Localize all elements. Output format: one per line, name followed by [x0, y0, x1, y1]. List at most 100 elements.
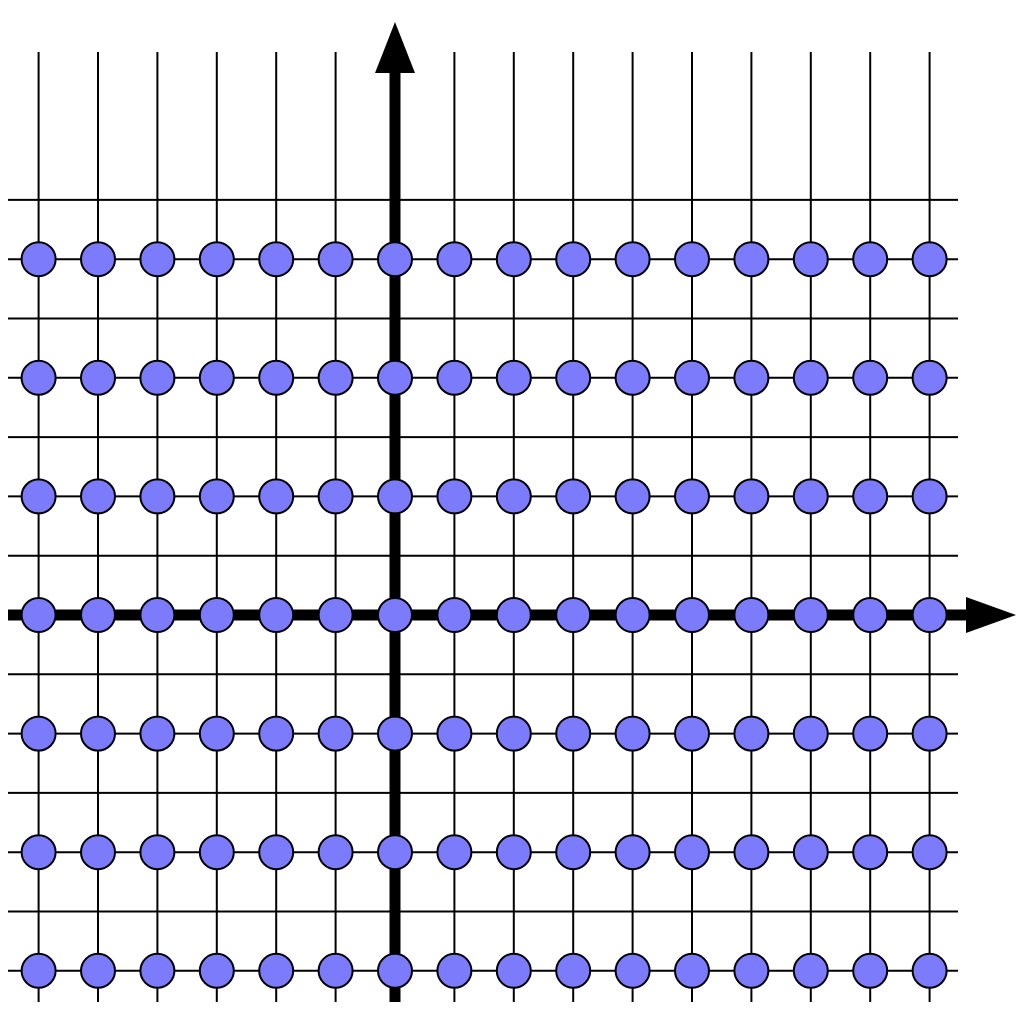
lattice-point — [139, 952, 176, 989]
lattice-point — [20, 834, 57, 871]
lattice-point — [139, 241, 176, 278]
lattice-point — [555, 952, 592, 989]
lattice-point — [792, 834, 829, 871]
lattice-point — [555, 715, 592, 752]
lattice-point — [792, 715, 829, 752]
lattice-point — [733, 952, 770, 989]
lattice-point — [911, 597, 948, 633]
lattice-point — [20, 597, 57, 633]
lattice-point — [555, 834, 592, 871]
lattice-point — [20, 952, 57, 989]
lattice-point — [258, 834, 295, 871]
lattice-point — [436, 359, 473, 396]
lattice-point — [852, 952, 889, 989]
lattice-point — [911, 952, 948, 989]
lattice-point — [792, 597, 829, 633]
lattice-points — [20, 241, 948, 989]
lattice-point — [495, 597, 532, 633]
lattice-point — [258, 952, 295, 989]
lattice-point — [674, 241, 710, 278]
lattice-point — [20, 715, 57, 752]
lattice-point — [198, 359, 235, 396]
lattice-point — [436, 952, 473, 989]
lattice-point — [733, 834, 770, 871]
lattice-point — [377, 359, 413, 396]
lattice-point — [852, 359, 889, 396]
lattice-point — [495, 715, 532, 752]
lattice-point — [733, 478, 770, 515]
lattice-point — [139, 478, 176, 515]
lattice-point — [495, 478, 532, 515]
lattice-point — [555, 359, 592, 396]
lattice-point — [852, 715, 889, 752]
lattice-point — [20, 478, 57, 515]
lattice-point — [495, 359, 532, 396]
lattice-point — [198, 715, 235, 752]
lattice-point — [317, 478, 354, 515]
lattice-point — [20, 359, 57, 396]
lattice-point — [911, 241, 948, 278]
lattice-point — [198, 241, 235, 278]
lattice-point — [317, 597, 354, 633]
lattice-point — [377, 478, 413, 515]
lattice-point — [317, 952, 354, 989]
lattice-point — [614, 359, 651, 396]
lattice-point — [911, 359, 948, 396]
lattice-point — [377, 715, 413, 752]
lattice-point — [614, 597, 651, 633]
lattice-point — [614, 715, 651, 752]
lattice-point — [80, 241, 116, 278]
lattice-point — [555, 478, 592, 515]
lattice-point — [80, 834, 116, 871]
lattice-point — [258, 478, 295, 515]
y-axis-arrowhead — [375, 22, 415, 73]
lattice-point — [674, 952, 710, 989]
lattice-point — [555, 597, 592, 633]
lattice-point — [852, 597, 889, 633]
lattice-point — [733, 359, 770, 396]
lattice-point — [733, 241, 770, 278]
lattice-point — [198, 952, 235, 989]
lattice-point — [614, 241, 651, 278]
lattice-point — [80, 952, 116, 989]
lattice-point — [495, 834, 532, 871]
lattice-point — [733, 715, 770, 752]
lattice-point — [258, 715, 295, 752]
lattice-point — [852, 478, 889, 515]
lattice-point — [80, 359, 116, 396]
lattice-point — [317, 834, 354, 871]
lattice-point — [317, 359, 354, 396]
lattice-point — [258, 241, 295, 278]
lattice-point — [317, 241, 354, 278]
lattice-point — [911, 834, 948, 871]
lattice-point — [436, 241, 473, 278]
lattice-point — [911, 715, 948, 752]
lattice-point — [139, 359, 176, 396]
lattice-point — [674, 715, 710, 752]
lattice-point — [377, 597, 413, 633]
lattice-point — [317, 715, 354, 752]
lattice-point — [792, 241, 829, 278]
lattice-point — [436, 478, 473, 515]
lattice-point — [674, 359, 710, 396]
lattice-point — [852, 241, 889, 278]
lattice-point — [674, 478, 710, 515]
lattice-point — [258, 359, 295, 396]
lattice-point — [198, 834, 235, 871]
lattice-point — [377, 952, 413, 989]
lattice-point — [495, 952, 532, 989]
lattice-point — [495, 241, 532, 278]
lattice-point — [733, 597, 770, 633]
lattice-point — [911, 478, 948, 515]
lattice-point — [674, 834, 710, 871]
lattice-point — [674, 597, 710, 633]
lattice-point — [80, 715, 116, 752]
lattice-point — [614, 478, 651, 515]
lattice-point — [792, 359, 829, 396]
lattice-point — [377, 241, 413, 278]
lattice-point — [436, 597, 473, 633]
lattice-point — [139, 597, 176, 633]
lattice-point — [258, 597, 295, 633]
lattice-point — [555, 241, 592, 278]
